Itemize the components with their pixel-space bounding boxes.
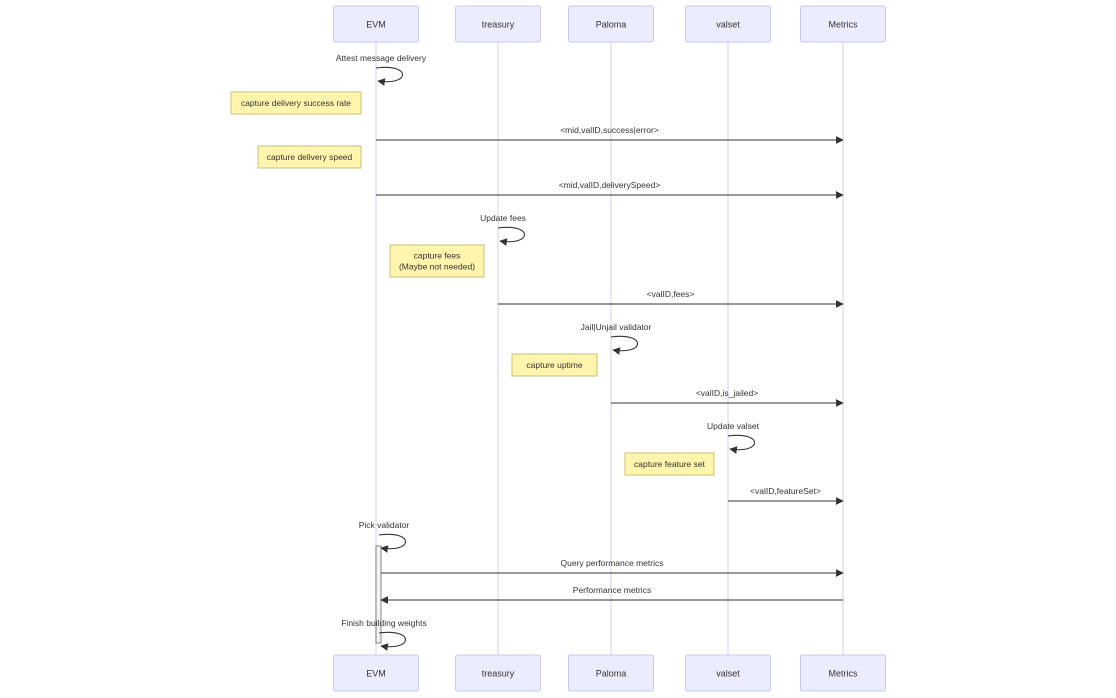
actor-label: EVM: [366, 669, 386, 679]
actor-label: Metrics: [829, 669, 858, 679]
actor-treasury-bottom: treasury: [455, 654, 541, 692]
actor-label: treasury: [482, 20, 515, 30]
actor-box: [685, 654, 771, 692]
note-box: [389, 244, 485, 278]
actor-label: valset: [716, 669, 740, 679]
note-box: [624, 452, 715, 476]
actor-box: [455, 5, 541, 43]
actor-evm-bottom: EVM: [333, 654, 419, 692]
note-box: [230, 91, 362, 115]
note-box: [511, 353, 598, 377]
note: capture fees(Maybe not needed): [389, 244, 485, 278]
note: capture feature set: [624, 452, 715, 476]
self-message-label: Update fees: [480, 213, 526, 223]
self-message-label: Attest message delivery: [336, 53, 427, 63]
actor-label: EVM: [366, 20, 386, 30]
message-label: <valID,fees>: [647, 289, 695, 299]
self-message-arrow: [378, 631, 407, 651]
self-message: Update valset: [707, 421, 760, 454]
self-message: Update fees: [480, 213, 526, 246]
actor-box: [568, 654, 654, 692]
note: capture delivery success rate: [230, 91, 362, 115]
self-message-arrow: [497, 226, 526, 246]
message: <mid,valID,deliverySpeed>: [376, 180, 844, 199]
note-text: capture fees: [414, 251, 461, 261]
self-message: Jail|Unjail validator: [581, 322, 652, 355]
actor-paloma-bottom: Paloma: [568, 654, 654, 692]
note-text: capture feature set: [634, 459, 706, 469]
actor-treasury-top: treasury: [455, 5, 541, 43]
actor-valset-bottom: valset: [685, 654, 771, 692]
self-message-arrow: [610, 335, 639, 355]
self-message-label: Jail|Unjail validator: [581, 322, 652, 332]
message-label: Query performance metrics: [561, 558, 664, 568]
message: <mid,valID,success|error>: [376, 125, 844, 144]
actor-metrics-bottom: Metrics: [800, 654, 886, 692]
self-message: Attest message delivery: [336, 53, 427, 86]
note-text: capture uptime: [526, 360, 582, 370]
actor-box: [333, 654, 419, 692]
message: <valID,fees>: [498, 289, 844, 308]
message-label: <mid,valID,deliverySpeed>: [559, 180, 661, 190]
self-message-label: Finish building weights: [341, 618, 427, 628]
actor-label: Paloma: [596, 669, 627, 679]
actor-box: [455, 654, 541, 692]
activation-bar-evm: [375, 545, 382, 644]
note-text: (Maybe not needed): [399, 262, 475, 272]
message-label: <mid,valID,success|error>: [560, 125, 659, 135]
self-message-label: Update valset: [707, 421, 760, 431]
actor-valset-top: valset: [685, 5, 771, 43]
note-box: [257, 145, 362, 169]
note-text: capture delivery success rate: [241, 98, 351, 108]
self-message-arrow: [727, 434, 756, 454]
self-message-arrow: [378, 533, 407, 553]
message: Performance metrics: [380, 585, 843, 604]
actor-paloma-top: Paloma: [568, 5, 654, 43]
note-text: capture delivery speed: [267, 152, 353, 162]
note: capture delivery speed: [257, 145, 362, 169]
note: capture uptime: [511, 353, 598, 377]
actor-box: [685, 5, 771, 43]
actor-label: treasury: [482, 669, 515, 679]
self-message: Pick validator: [359, 520, 410, 553]
actor-label: valset: [716, 20, 740, 30]
message: Query performance metrics: [381, 558, 844, 577]
self-message-label: Pick validator: [359, 520, 410, 530]
actor-box: [333, 5, 419, 43]
self-message: Finish building weights: [341, 618, 427, 651]
message: <valID,is_jailed>: [611, 388, 844, 407]
self-message-arrow: [375, 66, 404, 86]
actor-label: Metrics: [829, 20, 858, 30]
message-label: <valID,featureSet>: [750, 486, 821, 496]
actor-box: [800, 5, 886, 43]
message-label: <valID,is_jailed>: [696, 388, 758, 398]
actor-box: [800, 654, 886, 692]
actor-box: [568, 5, 654, 43]
message-label: Performance metrics: [573, 585, 651, 595]
actor-evm-top: EVM: [333, 5, 419, 43]
actor-label: Paloma: [596, 20, 627, 30]
actor-metrics-top: Metrics: [800, 5, 886, 43]
message: <valID,featureSet>: [728, 486, 844, 505]
